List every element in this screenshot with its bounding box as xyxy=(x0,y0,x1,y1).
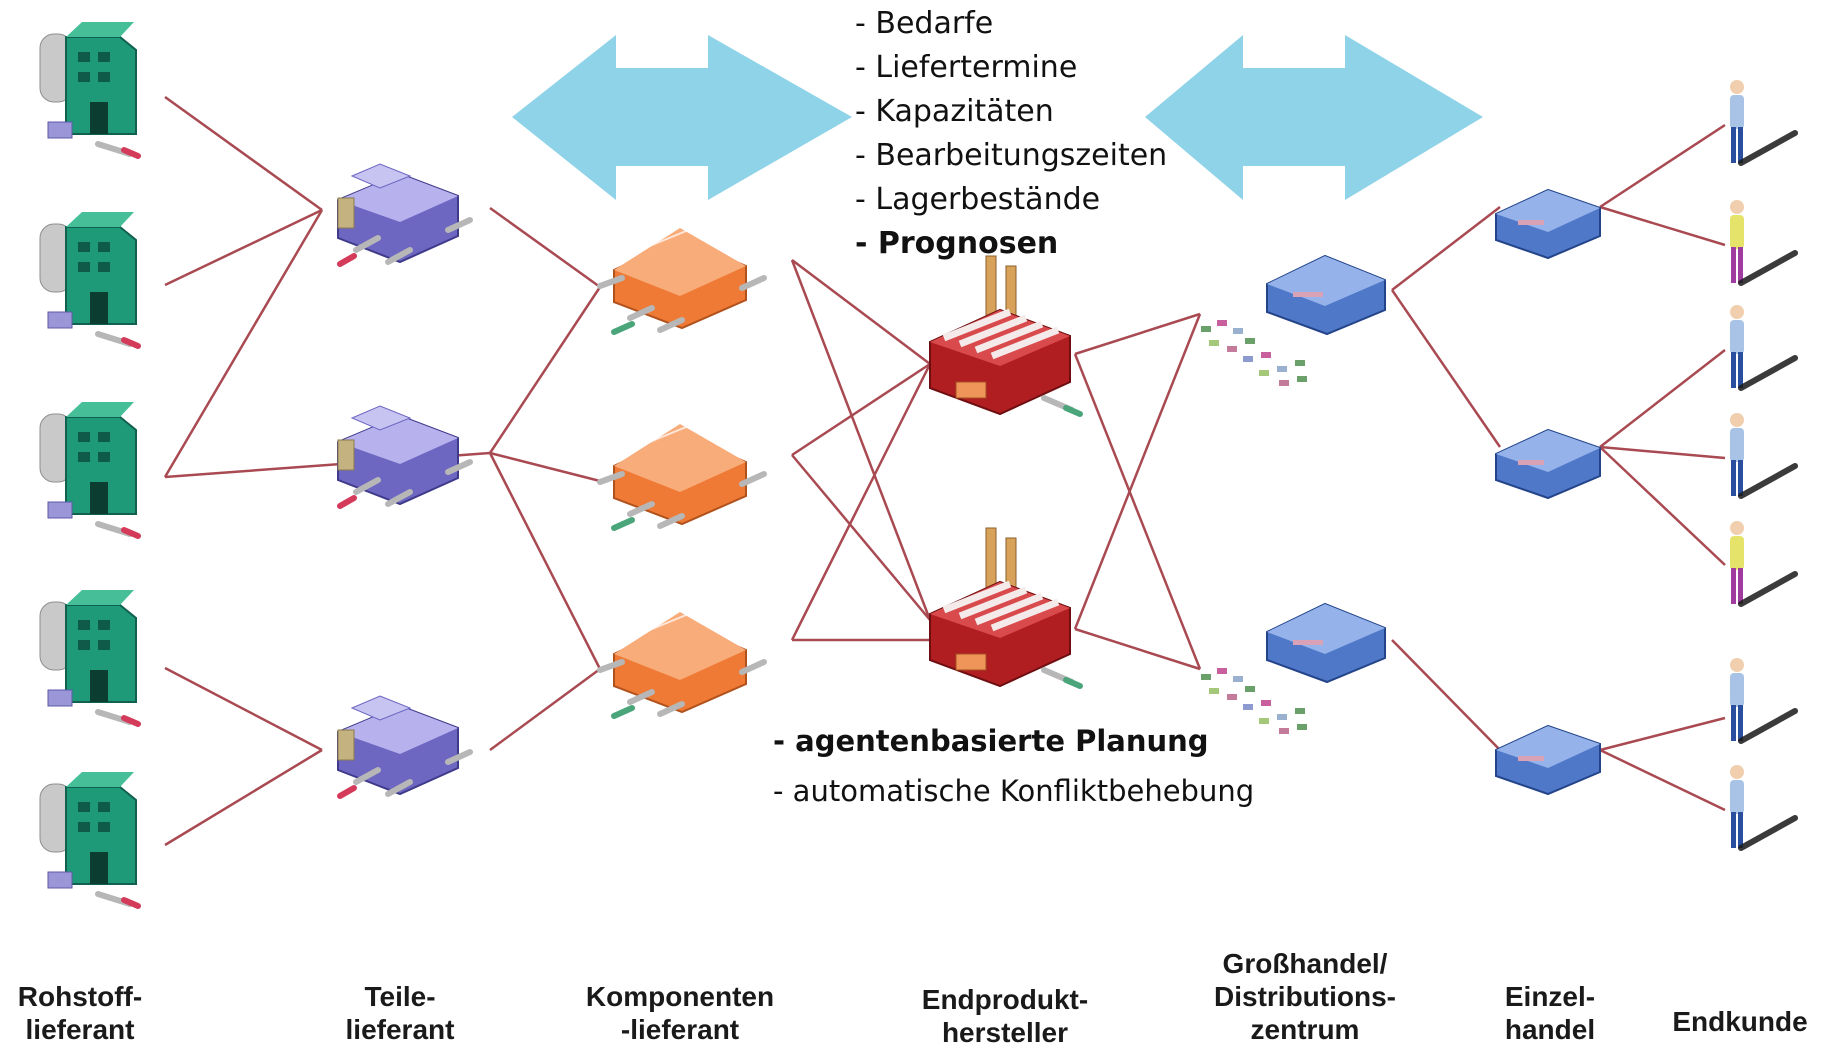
stage-label-line: -lieferant xyxy=(620,1014,740,1045)
stage-label-part-supplier: Teile- lieferant xyxy=(325,980,475,1046)
info-item: - Lagerbestände xyxy=(855,182,1101,217)
stage-label-line: Rohstoff- xyxy=(17,981,143,1012)
shared-information-list: - Bedarfe - Liefertermine - Kapazitäten … xyxy=(855,2,1167,266)
planning-features-list: - agentenbasierte Planung - automatische… xyxy=(773,716,1254,816)
stage-label-end-product-manufacturer: Endprodukt- hersteller xyxy=(900,983,1110,1049)
stage-label-line: Endkunde xyxy=(1672,1006,1808,1037)
raw-supplier-icon xyxy=(40,402,138,536)
feature-item: - automatische Konfliktbehebung xyxy=(773,774,1255,808)
stage-label-line: Komponenten xyxy=(585,981,775,1012)
customer-icon xyxy=(1730,305,1795,388)
distribution-center-icon xyxy=(1200,603,1386,735)
stage-label-line: handel xyxy=(1504,1014,1596,1045)
stage-label-line: lieferant xyxy=(25,1014,135,1045)
stage-label-distribution: Großhandel/ Distributions- zentrum xyxy=(1190,947,1420,1046)
customer-icon xyxy=(1730,413,1795,496)
component-supplier-icon xyxy=(600,606,764,716)
raw-supplier-icon xyxy=(40,590,138,724)
stage-label-raw-supplier: Rohstoff- lieferant xyxy=(0,980,160,1046)
customer-icon xyxy=(1730,765,1795,848)
customer-icon xyxy=(1730,200,1795,283)
feature-item: - agentenbasierte Planung xyxy=(773,724,1209,758)
stage-label-line: Endprodukt- xyxy=(921,984,1089,1015)
retail-store-icon xyxy=(1495,429,1601,499)
supply-chain-links xyxy=(163,95,1726,847)
stage-label-line: Distributions- xyxy=(1214,981,1396,1012)
factory-icon xyxy=(930,528,1080,686)
customer-icon xyxy=(1730,80,1795,163)
raw-supplier-icon xyxy=(40,772,138,906)
distribution-center-icon xyxy=(1200,255,1386,387)
info-item: - Bearbeitungszeiten xyxy=(855,138,1168,173)
stage-label-line: Einzel- xyxy=(1504,981,1596,1012)
part-supplier-icon xyxy=(338,406,470,506)
factory-icon xyxy=(930,256,1080,414)
info-item: - Kapazitäten xyxy=(855,94,1054,129)
info-exchange-arrow-left xyxy=(512,35,852,200)
raw-supplier-icon xyxy=(40,22,138,156)
raw-supplier-icon xyxy=(40,212,138,346)
info-exchange-arrow-right xyxy=(1145,35,1483,200)
stage-label-line: zentrum xyxy=(1250,1014,1360,1045)
info-item: - Prognosen xyxy=(855,226,1059,261)
stage-label-retail: Einzel- handel xyxy=(1485,980,1615,1046)
info-item: - Liefertermine xyxy=(855,50,1078,85)
stage-label-line: Teile- xyxy=(364,981,436,1012)
part-supplier-icon xyxy=(338,696,470,796)
customer-icon xyxy=(1730,521,1795,604)
part-supplier-icon xyxy=(338,164,470,264)
stage-label-end-customer: Endkunde xyxy=(1660,1005,1820,1038)
customer-icon xyxy=(1730,658,1795,741)
component-supplier-icon xyxy=(600,418,764,528)
component-supplier-icon xyxy=(600,222,764,332)
stage-label-line: Großhandel/ xyxy=(1222,948,1388,979)
info-item: - Bedarfe xyxy=(855,6,994,41)
stage-label-component-supplier: Komponenten -lieferant xyxy=(570,980,790,1046)
stage-label-line: hersteller xyxy=(941,1017,1069,1048)
stage-label-line: lieferant xyxy=(345,1014,455,1045)
retail-store-icon xyxy=(1495,725,1601,795)
retail-store-icon xyxy=(1495,189,1601,259)
